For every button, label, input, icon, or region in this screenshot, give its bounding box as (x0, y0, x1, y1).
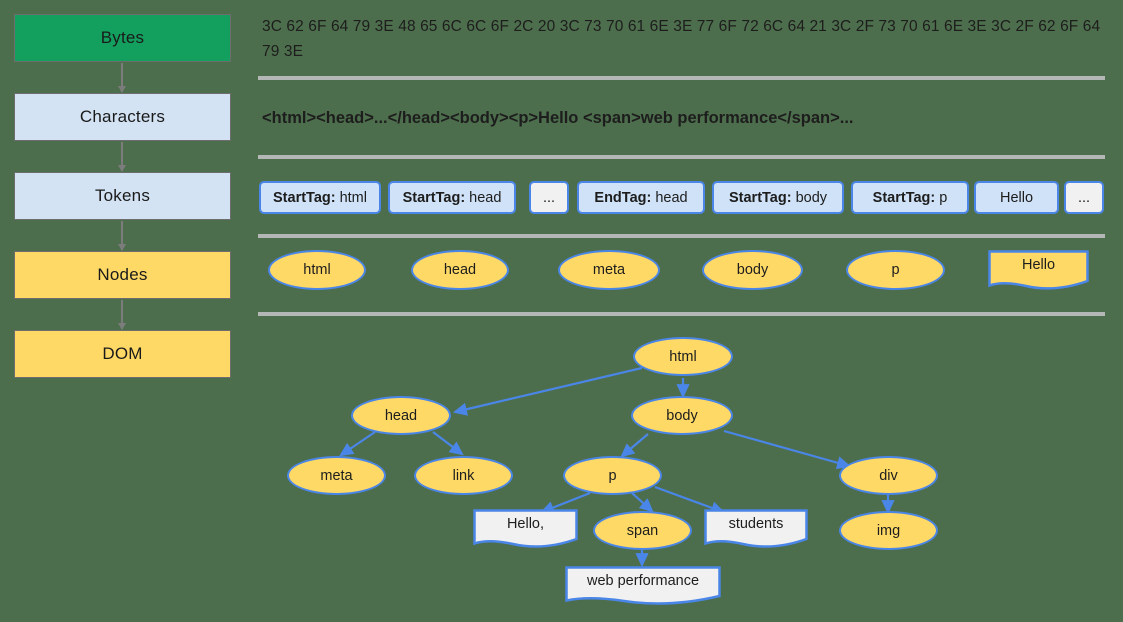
tree-node-text-students[interactable]: students (704, 509, 808, 548)
node-label: p (608, 467, 617, 484)
separator-tokens-nodes (258, 234, 1105, 238)
node-meta[interactable]: meta (558, 250, 660, 290)
tree-node-div[interactable]: div (839, 456, 938, 495)
tree-node-link[interactable]: link (414, 456, 513, 495)
node-head[interactable]: head (411, 250, 509, 290)
token-ellipsis-1[interactable]: ... (529, 181, 569, 214)
token-value: Hello (999, 189, 1034, 206)
token-kind: StartTag: (728, 189, 792, 206)
node-label: span (626, 522, 659, 539)
separator-bytes-characters (258, 76, 1105, 80)
node-label: meta (320, 467, 353, 484)
edge-p-span (631, 492, 654, 513)
token-value: p (939, 189, 948, 206)
token-starttag-html[interactable]: StartTag: html (259, 181, 381, 214)
node-label: html (303, 262, 331, 278)
token-kind: StartTag: (402, 189, 466, 206)
token-starttag-head[interactable]: StartTag: head (388, 181, 516, 214)
token-value: head (655, 189, 688, 206)
token-value: html (339, 189, 367, 206)
node-label: body (736, 262, 769, 278)
token-kind: StartTag: (273, 189, 336, 206)
node-body[interactable]: body (702, 250, 803, 290)
node-label: head (384, 407, 418, 424)
pipeline-step-characters[interactable]: Characters (14, 93, 231, 141)
edge-head-meta (339, 431, 376, 457)
node-label: head (443, 262, 477, 278)
node-label: link (452, 467, 475, 484)
token-value: ... (542, 189, 556, 206)
tree-node-text-hello[interactable]: Hello, (473, 509, 578, 548)
pipeline-arrow-characters-tokens (121, 142, 123, 171)
token-text-hello[interactable]: Hello (974, 181, 1059, 214)
token-value: head (469, 189, 502, 206)
pipeline-arrow-nodes-dom (121, 300, 123, 329)
node-label: html (669, 348, 697, 365)
bytes-hex-text: 3C 62 6F 64 79 3E 48 65 6C 6C 6F 2C 20 3… (262, 18, 1101, 60)
node-p[interactable]: p (846, 250, 945, 290)
node-html[interactable]: html (268, 250, 366, 290)
edge-head-link (432, 431, 464, 456)
token-starttag-body[interactable]: StartTag: body (712, 181, 844, 214)
tree-node-meta[interactable]: meta (287, 456, 386, 495)
pipeline-step-bytes[interactable]: Bytes (14, 14, 231, 62)
token-value: ... (1077, 189, 1091, 206)
token-endtag-head[interactable]: EndTag: head (577, 181, 705, 214)
token-value: body (795, 189, 828, 206)
node-label: body (666, 407, 698, 424)
token-kind: StartTag: (872, 189, 936, 206)
tree-node-html[interactable]: html (633, 337, 733, 376)
tree-node-head[interactable]: head (351, 396, 451, 435)
pipeline-step-label: Tokens (94, 186, 151, 205)
tree-node-p[interactable]: p (563, 456, 662, 495)
edge-body-div (723, 429, 852, 470)
pipeline-step-label: Bytes (100, 28, 145, 47)
separator-characters-tokens (258, 155, 1105, 159)
pipeline-step-label: Nodes (97, 265, 148, 284)
node-label: meta (592, 262, 626, 278)
pipeline-arrow-tokens-nodes (121, 221, 123, 250)
pipeline-step-label: Characters (79, 107, 166, 126)
pipeline-step-nodes[interactable]: Nodes (14, 251, 231, 299)
pipeline-step-tokens[interactable]: Tokens (14, 172, 231, 220)
tree-node-span[interactable]: span (593, 511, 692, 550)
node-label: p (891, 262, 900, 278)
edge-body-p (620, 433, 649, 458)
separator-nodes-dom (258, 312, 1105, 316)
token-kind: EndTag: (594, 189, 652, 206)
pipeline-step-label: DOM (102, 344, 143, 363)
pipeline-arrow-bytes-characters (121, 63, 123, 92)
edge-html-head (452, 366, 643, 416)
tree-node-body[interactable]: body (631, 396, 733, 435)
tree-node-text-web-performance[interactable]: web performance (565, 566, 721, 605)
pipeline-step-dom[interactable]: DOM (14, 330, 231, 378)
node-label: div (879, 467, 898, 484)
token-starttag-p[interactable]: StartTag: p (851, 181, 969, 214)
node-label: img (876, 522, 901, 539)
token-ellipsis-2[interactable]: ... (1064, 181, 1104, 214)
characters-markup-text: <html><head>...</head><body><p>Hello <sp… (262, 109, 854, 127)
tree-node-img[interactable]: img (839, 511, 938, 550)
node-text-hello[interactable]: Hello (988, 250, 1089, 290)
